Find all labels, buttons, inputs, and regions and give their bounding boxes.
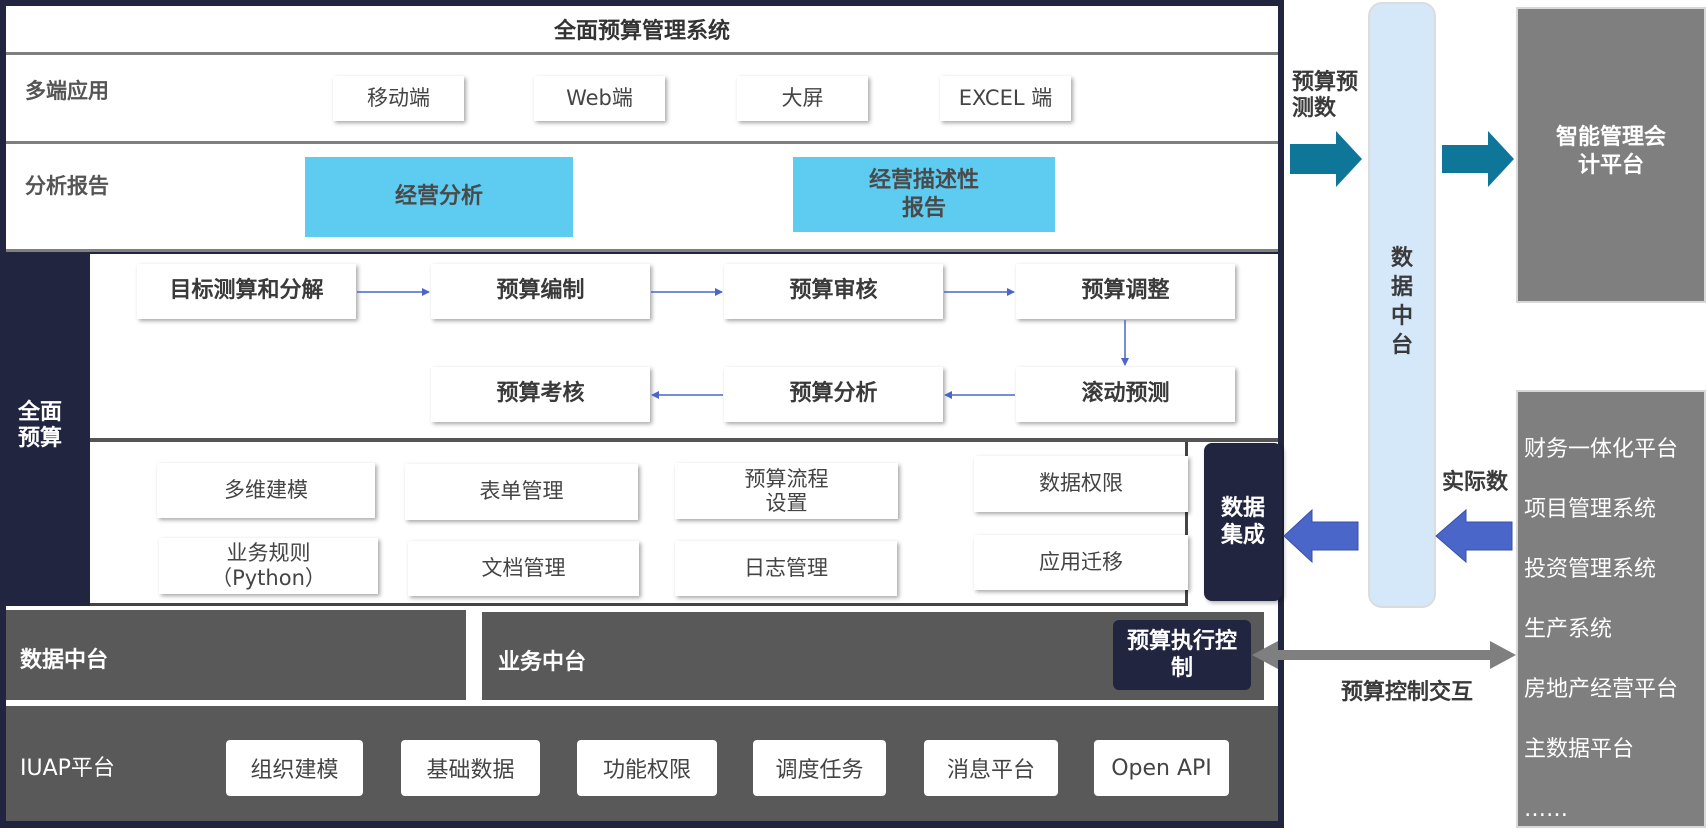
report-descriptive[interactable]: 经营描述性报告 — [793, 157, 1055, 232]
source-system-item[interactable]: 财务一体化平台 — [1524, 437, 1679, 462]
divider — [6, 141, 1278, 144]
multi-client-label: 多端应用 — [25, 79, 109, 103]
to-smart-platform-arrow-icon — [1442, 131, 1514, 187]
client-excel[interactable]: EXCEL 端 — [940, 76, 1071, 121]
flow-rolling-forecast[interactable]: 滚动预测 — [1016, 367, 1235, 422]
source-systems-panel — [1516, 390, 1706, 828]
flow-budget-preparation[interactable]: 预算编制 — [431, 264, 650, 319]
source-system-item[interactable]: 主数据平台 — [1524, 737, 1635, 762]
client-web[interactable]: Web端 — [534, 76, 665, 121]
source-systems-list: 财务一体化平台 项目管理系统 投资管理系统 生产系统 房地产经营平台 主数据平台… — [1524, 420, 1678, 840]
tool-form-management[interactable]: 表单管理 — [405, 464, 638, 520]
control-interaction-label: 预算控制交互 — [1341, 680, 1474, 705]
report-business-analysis[interactable]: 经营分析 — [305, 157, 573, 237]
data-middle-label: 数据中台 — [20, 648, 109, 673]
full-budget-label: 全面预算 — [18, 400, 82, 452]
iuap-label: IUAP平台 — [20, 756, 115, 781]
analysis-report-label: 分析报告 — [25, 174, 109, 198]
flow-budget-adjustment[interactable]: 预算调整 — [1016, 264, 1235, 319]
flow-budget-analysis[interactable]: 预算分析 — [724, 367, 943, 422]
client-mobile[interactable]: 移动端 — [333, 76, 464, 121]
tool-data-permissions[interactable]: 数据权限 — [974, 456, 1188, 512]
iuap-org-modeling[interactable]: 组织建模 — [226, 740, 363, 796]
data-middle-column-label: 数据中台 — [1390, 246, 1413, 359]
tool-app-migration[interactable]: 应用迁移 — [974, 535, 1188, 590]
budget-exec-control[interactable]: 预算执行控制 — [1113, 620, 1251, 690]
analysis-report-row — [6, 144, 1278, 250]
divider — [6, 52, 1278, 55]
forecast-label: 预算预测数 — [1292, 70, 1359, 122]
tool-log-management[interactable]: 日志管理 — [675, 541, 897, 596]
data-middle-column — [1368, 2, 1436, 608]
source-system-item[interactable]: 项目管理系统 — [1524, 497, 1657, 522]
iuap-scheduled-tasks[interactable]: 调度任务 — [753, 740, 886, 796]
integration-arrow-icon — [1283, 508, 1359, 564]
business-middle-label: 业务中台 — [498, 650, 587, 675]
source-system-item[interactable]: 投资管理系统 — [1524, 557, 1657, 582]
tool-multidim-modeling[interactable]: 多维建模 — [157, 463, 375, 518]
forecast-arrow-icon — [1290, 131, 1362, 187]
title-row — [6, 6, 1278, 52]
smart-mgmt-accounting-platform[interactable] — [1516, 7, 1706, 303]
gap — [466, 610, 482, 702]
source-system-item[interactable]: 房地产经营平台 — [1524, 677, 1679, 702]
data-integration-box[interactable]: 数据集成 — [1204, 443, 1282, 601]
iuap-message-platform[interactable]: 消息平台 — [924, 740, 1058, 796]
smart-platform-label: 智能管理会计平台 — [1555, 125, 1666, 178]
control-interaction-arrow-icon — [1252, 641, 1516, 669]
iuap-base-data[interactable]: 基础数据 — [401, 740, 540, 796]
actual-data-arrow-icon — [1435, 508, 1513, 564]
gap — [6, 606, 1278, 612]
flow-budget-review[interactable]: 预算审核 — [724, 264, 943, 319]
tool-document-management[interactable]: 文档管理 — [408, 541, 639, 596]
flow-target-calculation[interactable]: 目标测算和分解 — [137, 264, 356, 319]
data-middle-platform — [6, 610, 466, 700]
page-title: 全面预算管理系统 — [553, 19, 730, 44]
gap — [6, 700, 1278, 706]
client-big-screen[interactable]: 大屏 — [737, 76, 868, 121]
tool-business-rules[interactable]: 业务规则（Python） — [159, 538, 378, 594]
source-system-item[interactable]: 生产系统 — [1524, 617, 1613, 642]
divider — [6, 249, 1278, 252]
flow-budget-assessment[interactable]: 预算考核 — [431, 367, 650, 422]
iuap-function-permissions[interactable]: 功能权限 — [577, 740, 717, 796]
iuap-open-api[interactable]: Open API — [1094, 740, 1229, 796]
actual-label: 实际数 — [1442, 470, 1509, 495]
divider — [90, 438, 1278, 442]
source-system-item[interactable]: …… — [1524, 797, 1568, 822]
tool-flow-settings[interactable]: 预算流程设置 — [675, 463, 898, 519]
